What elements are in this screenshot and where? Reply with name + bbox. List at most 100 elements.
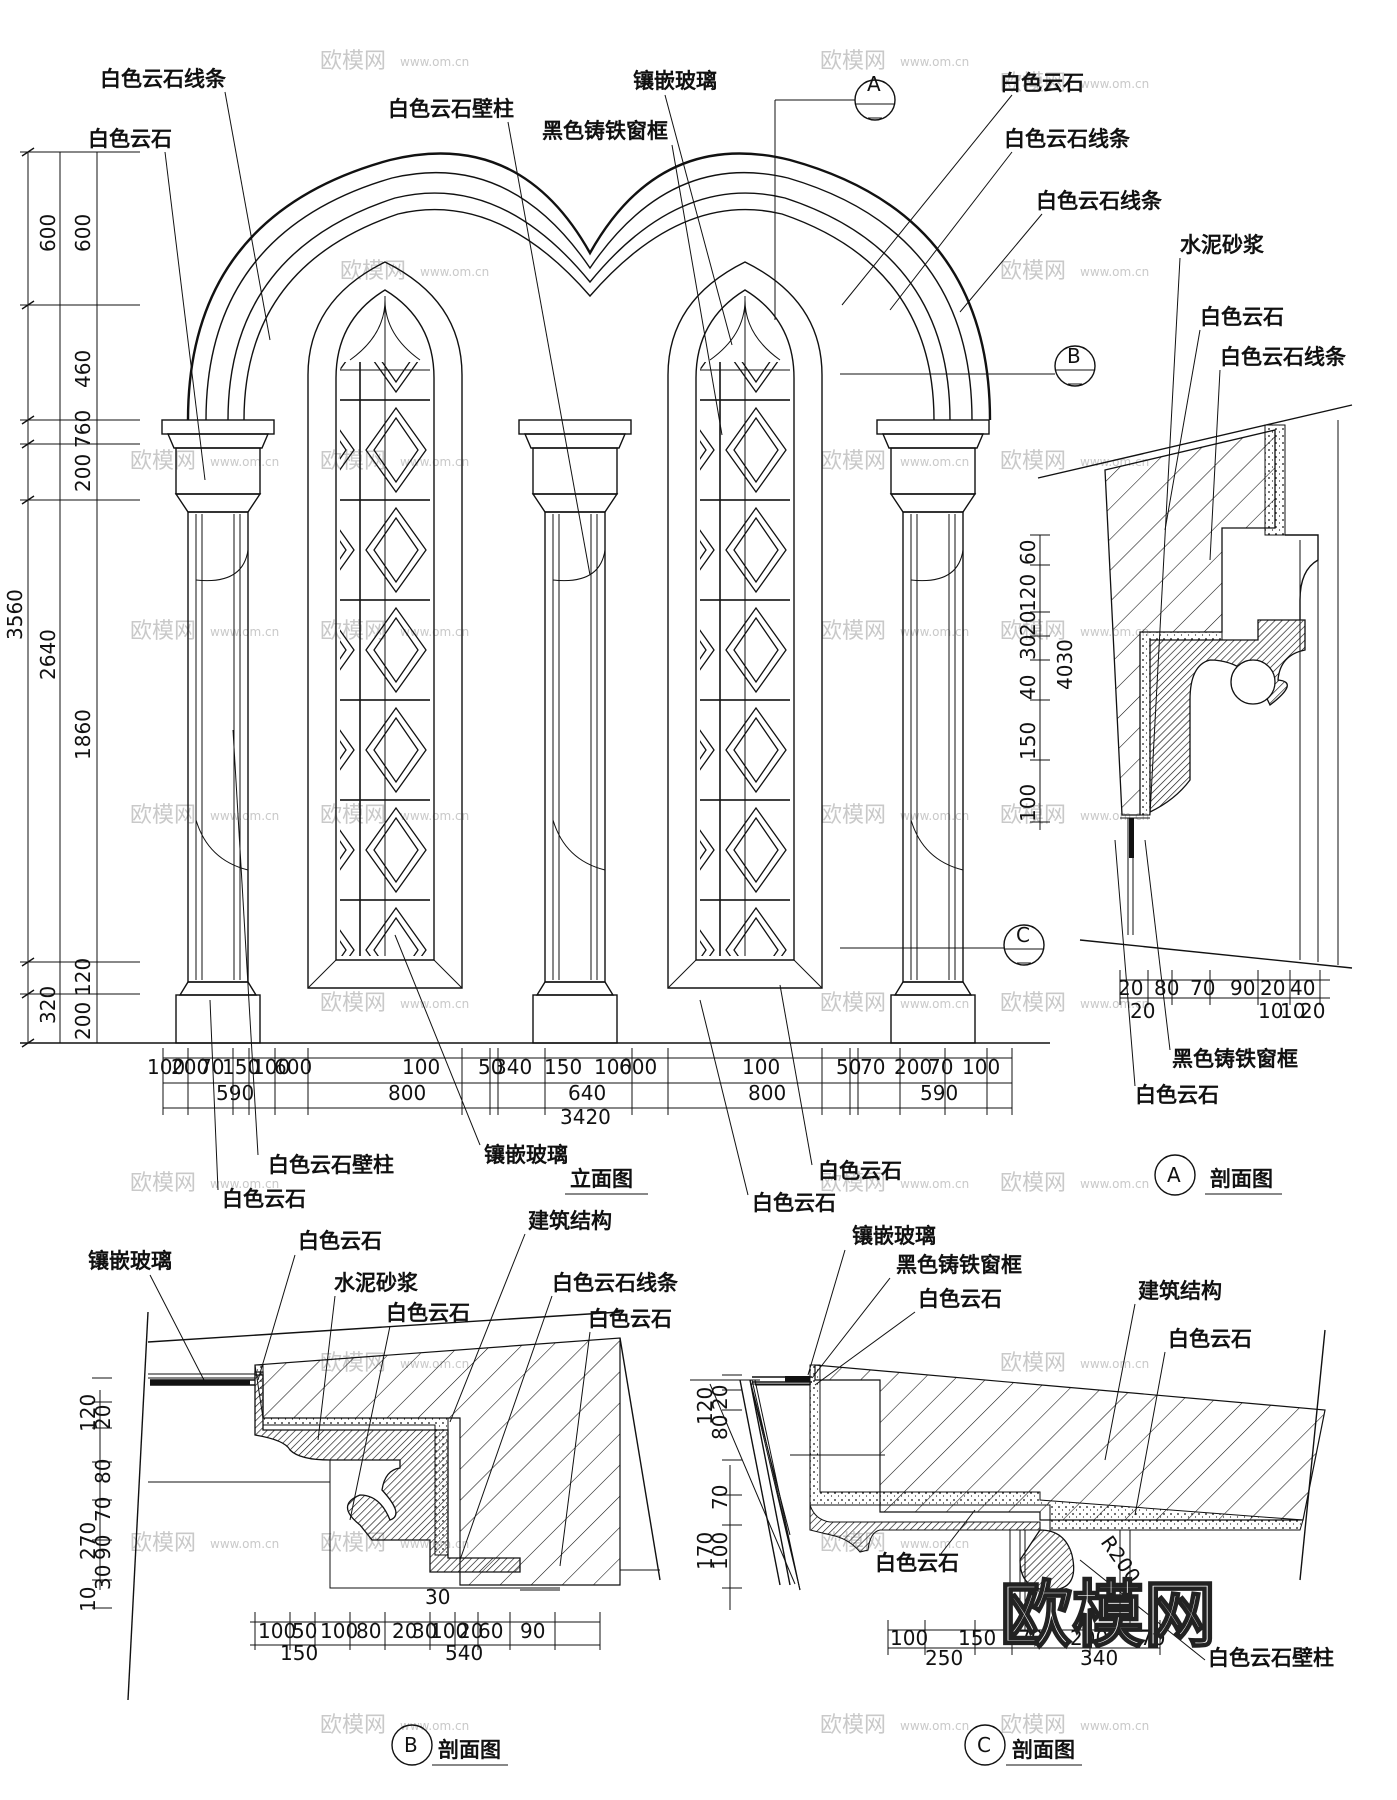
- label-stone-bottom-mid: 白色云石: [818, 1159, 902, 1183]
- secB-marker: B: [404, 1733, 418, 1757]
- watermark-text: 欧模网: [1000, 259, 1066, 284]
- hdim-row1-item: 100: [742, 1055, 780, 1079]
- watermark-url: www.om.cn: [900, 1719, 969, 1733]
- watermark-url: www.om.cn: [900, 1537, 969, 1551]
- vdim-total: 3560: [3, 589, 27, 640]
- secB-hdim-top: 100: [258, 1619, 296, 1643]
- hdim-row1-item: 100: [594, 1055, 632, 1079]
- watermark-text: 欧模网: [820, 1713, 886, 1738]
- watermark-text: 欧模网: [820, 1171, 886, 1196]
- hdim-640: 640: [568, 1081, 606, 1105]
- secB-hdim-top: 60: [478, 1619, 503, 1643]
- label-left-stone: 白色云石: [88, 127, 172, 151]
- secB-vdim-a: 120: [76, 1394, 100, 1432]
- secB-label-stone1: 白色云石: [298, 1229, 382, 1253]
- secC-vdim-c: 80: [708, 1415, 732, 1440]
- label-stone-bottom-left: 白色云石: [222, 1187, 306, 1211]
- section-a-view: [1030, 257, 1353, 1196]
- watermark-text: 欧模网: [340, 259, 406, 284]
- watermark-text: 欧模网: [1000, 71, 1066, 96]
- secC-vdim-b: 20: [708, 1385, 732, 1410]
- elevation-title: 立面图: [570, 1167, 633, 1191]
- watermark-url: www.om.cn: [1080, 1357, 1149, 1371]
- watermark-text: 欧模网: [320, 49, 386, 74]
- hdim-row1-item: 70: [199, 1055, 224, 1079]
- watermark-url: www.om.cn: [900, 55, 969, 69]
- watermark-url: www.om.cn: [900, 997, 969, 1011]
- secB-hdim-top: 100: [430, 1619, 468, 1643]
- secA-label-frame: 黑色铸铁窗框: [1172, 1047, 1298, 1071]
- secB-hdim-top: 20: [458, 1619, 483, 1643]
- hdim-800b: 800: [748, 1081, 786, 1105]
- hdim-row1-item: 50: [836, 1055, 861, 1079]
- secC-label-glass: 镶嵌玻璃: [852, 1224, 936, 1248]
- watermark-text: 欧模网: [130, 803, 196, 828]
- hdim-row1-item: 200: [171, 1055, 209, 1079]
- secA-title: 剖面图: [1210, 1167, 1273, 1191]
- label-stone-bottom-right: 白色云石: [752, 1191, 836, 1215]
- watermark-text: 欧模网: [820, 803, 886, 828]
- secB-hdim-top: 20: [392, 1619, 417, 1643]
- secB-hdim-top: 100: [320, 1619, 358, 1643]
- watermark-text: 欧模网: [820, 991, 886, 1016]
- secA-vdim-d: 30: [1016, 635, 1040, 660]
- secA-hdim-bottom: 20: [1130, 999, 1155, 1023]
- secB-vdim-h: 270: [76, 1522, 100, 1560]
- vdim-600b: 600: [71, 214, 95, 252]
- watermark-text: 欧模网: [820, 619, 886, 644]
- hdim-row1-item: 100: [962, 1055, 1000, 1079]
- secA-label-mortar: 水泥砂浆: [1180, 233, 1265, 257]
- secB-hdim-mid: 30: [425, 1585, 450, 1609]
- secB-hdim-150: 150: [280, 1641, 318, 1665]
- secB-vdim-f: 30: [91, 1565, 115, 1590]
- secC-vdim-a: 120: [693, 1387, 717, 1425]
- secA-vdim-g: 100: [1016, 784, 1040, 822]
- secB-label-glass: 镶嵌玻璃: [88, 1249, 172, 1273]
- secB-title: 剖面图: [438, 1738, 501, 1762]
- secB-label-structure: 建筑结构: [528, 1209, 612, 1233]
- hdim-total: 3420: [560, 1105, 611, 1129]
- brand-watermark: 欧模网: [1000, 1573, 1216, 1657]
- label-right-molding-2: 白色云石线条: [1036, 189, 1163, 213]
- column-3: [876, 419, 990, 1044]
- vdim-1860: 1860: [71, 709, 95, 760]
- secC-hdim-250: 250: [925, 1646, 963, 1670]
- secA-vdim-total: 4030: [1053, 639, 1077, 690]
- hdim-row1-item: 150: [544, 1055, 582, 1079]
- watermark-url: www.om.cn: [1080, 997, 1149, 1011]
- watermark-text: 欧模网: [1000, 1351, 1066, 1376]
- watermark-url: www.om.cn: [1080, 1177, 1149, 1191]
- watermark-url: www.om.cn: [400, 997, 469, 1011]
- watermark-layer: 欧模网 www.om.cn 欧模网 www.om.cn 欧模网 www.om.cn 欧模网 w…: [130, 49, 1149, 1738]
- marker-c-letter: C: [1016, 923, 1030, 947]
- label-glass-top: 镶嵌玻璃: [633, 69, 717, 93]
- watermark-url: www.om.cn: [400, 55, 469, 69]
- watermark-text: 欧模网: [1000, 1171, 1066, 1196]
- secA-label-stone2: 白色云石: [1135, 1083, 1219, 1107]
- secB-vdim-b: 20: [91, 1405, 115, 1430]
- secA-hdim-top: 20: [1118, 976, 1143, 1000]
- watermark-text: 欧模网: [130, 1531, 196, 1556]
- watermark-url: www.om.cn: [210, 455, 279, 469]
- watermark-url: www.om.cn: [210, 625, 279, 639]
- section-a-labels: 水泥砂浆 白色云石 白色云石线条 黑色铸铁窗框 白色云石 A 剖面图 60 12…: [1016, 233, 1347, 1195]
- watermark-url: www.om.cn: [420, 265, 489, 279]
- hdim-row1-item: 70: [928, 1055, 953, 1079]
- marker-a-letter: A: [867, 72, 881, 96]
- watermark-text: 欧模网: [1000, 803, 1066, 828]
- section-c-view: [690, 1249, 1326, 1766]
- hdim-800a: 800: [388, 1081, 426, 1105]
- hdim-590a: 590: [216, 1081, 254, 1105]
- vdim-200b: 200: [71, 1002, 95, 1040]
- secC-marker: C: [977, 1733, 991, 1757]
- elevation-labels: 白色云石线条 白色云石 白色云石壁柱 镶嵌玻璃 黑色铸铁窗框 白色云石 白色云石…: [3, 67, 1163, 1215]
- hdim-row1-item: 600: [619, 1055, 657, 1079]
- hdim-row1-item: 200: [894, 1055, 932, 1079]
- secA-hdim-top: 70: [1190, 976, 1215, 1000]
- secB-label-stone2: 白色云石: [386, 1301, 470, 1325]
- watermark-text: 欧模网: [1000, 991, 1066, 1016]
- watermark-text: 欧模网: [1000, 449, 1066, 474]
- elevation-view: [20, 79, 1096, 1196]
- hdim-row1-item: 50: [478, 1055, 503, 1079]
